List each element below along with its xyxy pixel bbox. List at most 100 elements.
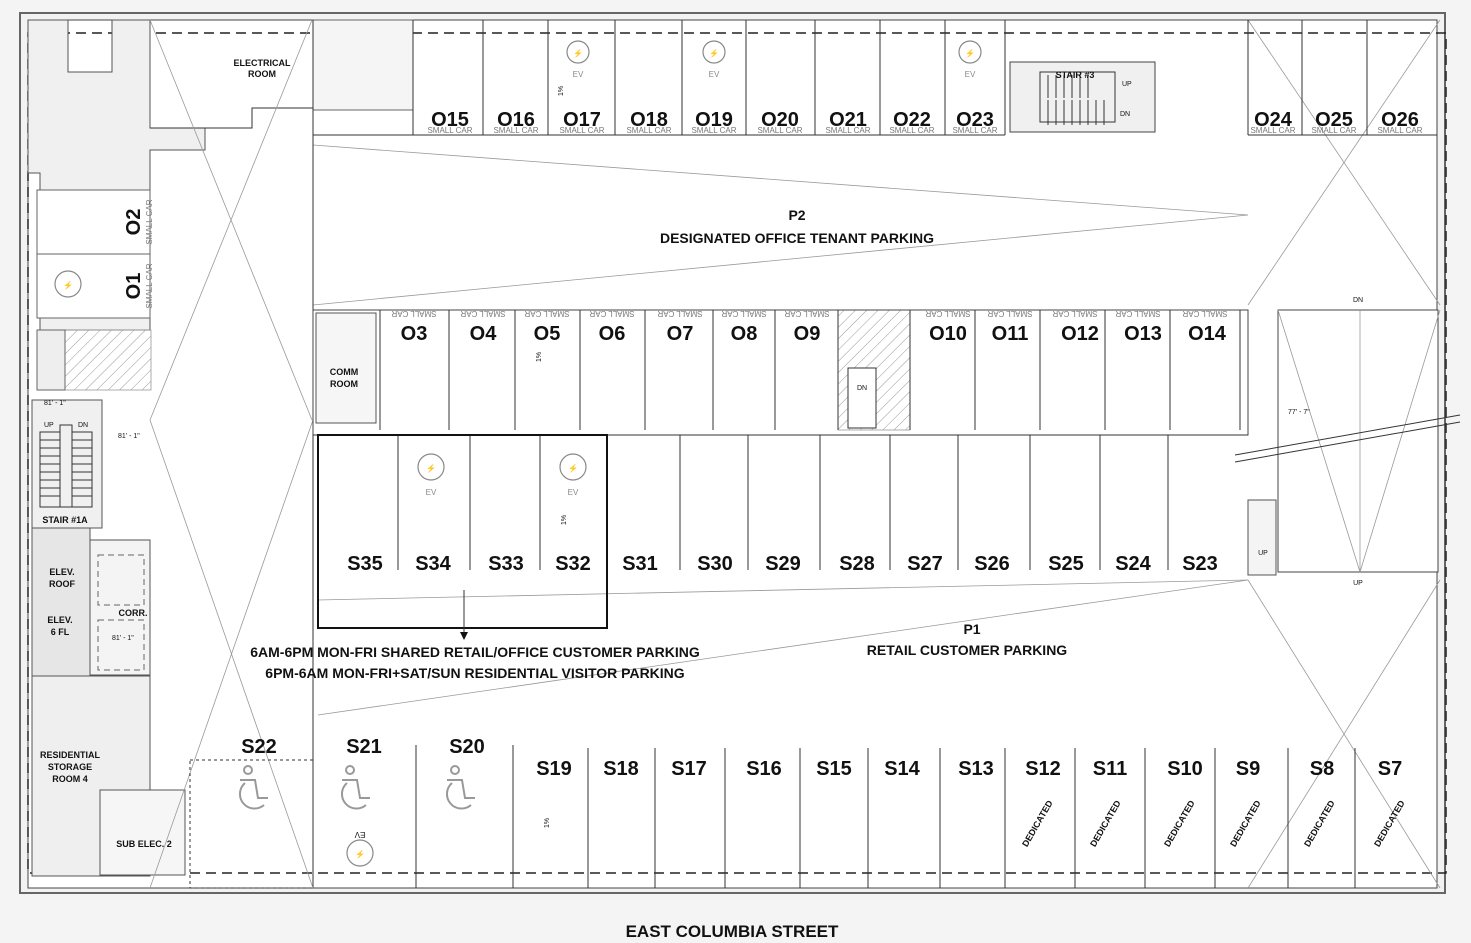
slope-label-bottom: 1%	[544, 818, 551, 828]
zone-p2-code: P2	[788, 207, 805, 223]
ev-symbol-o23: ⚡EV	[958, 40, 982, 79]
stall-label: S27	[907, 553, 943, 575]
stall-label: S30	[697, 553, 733, 575]
svg-text:⚡: ⚡	[965, 48, 975, 58]
stall-label: S35	[347, 553, 383, 575]
stall-label: S31	[622, 553, 658, 575]
ev-symbol-o19: ⚡EV	[702, 40, 726, 79]
slope-label-top: 1%	[558, 86, 565, 96]
stall-label: S32	[555, 553, 591, 575]
street-name: EAST COLUMBIA STREET	[626, 922, 839, 941]
svg-text:STORAGE: STORAGE	[48, 762, 92, 772]
ramp-stair-up: UP	[1258, 550, 1268, 557]
bottom-row-dividers	[587, 748, 1356, 888]
stall-label: S19	[536, 758, 572, 780]
svg-text:SMALL CAR: SMALL CAR	[391, 309, 436, 318]
stall-label: O11	[992, 323, 1029, 345]
stall-label: S29	[765, 553, 801, 575]
ev-symbol-o1: ⚡	[54, 270, 82, 298]
stall-label: O20	[761, 109, 799, 131]
middle-office-dividers	[379, 310, 1241, 430]
top-small-car-labels: SMALL CAR SMALL CAR SMALL CAR SMALL CAR …	[427, 126, 1422, 135]
stall-label: S22	[241, 736, 277, 758]
stair-1a-up: UP	[44, 422, 54, 429]
stall-label: S28	[839, 553, 875, 575]
svg-text:SMALL CAR: SMALL CAR	[524, 309, 569, 318]
hatched-shaft-left	[64, 329, 152, 391]
ramp-dn: DN	[1353, 297, 1363, 304]
stall-label: O13	[1124, 323, 1162, 345]
ev-symbol-o17: ⚡EV	[566, 40, 590, 79]
stair-3-label: STAIR #3	[1056, 70, 1095, 80]
accessible-row-labels: S22 S21 S20	[241, 736, 485, 758]
stall-label: O18	[630, 109, 668, 131]
stall-label: S26	[974, 553, 1010, 575]
svg-text:SMALL CAR: SMALL CAR	[1311, 126, 1356, 135]
svg-text:ELECTRICAL: ELECTRICAL	[234, 58, 291, 68]
ev-symbol-s21: ⚡	[346, 839, 374, 867]
sub-elec-label: SUB ELEC. 2	[116, 839, 172, 849]
stall-label: S13	[958, 758, 994, 780]
svg-text:SMALL CAR: SMALL CAR	[889, 126, 934, 135]
parking-area	[27, 19, 1438, 889]
stall-label: S17	[671, 758, 707, 780]
stall-label: S8	[1310, 758, 1334, 780]
electrical-room-label: ELECTRICAL ROOM	[234, 58, 291, 79]
svg-text:SMALL CAR: SMALL CAR	[1115, 309, 1160, 318]
stall-label: S9	[1236, 758, 1260, 780]
ev-label-s21: EV	[354, 830, 365, 839]
ev-symbol-s34: ⚡ EV	[417, 453, 445, 497]
stair-3-dn: DN	[1120, 111, 1130, 118]
stall-label: O7	[667, 323, 694, 345]
stall-label: S7	[1378, 758, 1402, 780]
stair-3-up: UP	[1122, 81, 1132, 88]
svg-text:⚡: ⚡	[426, 463, 436, 473]
shaft-left	[36, 329, 66, 391]
electrical-room-annex	[312, 19, 414, 111]
stall-label: O25	[1315, 109, 1353, 131]
svg-text:ROOF: ROOF	[49, 579, 76, 589]
stall-label: O26	[1381, 109, 1419, 131]
svg-text:COMM: COMM	[330, 367, 359, 377]
svg-text:SMALL CAR: SMALL CAR	[721, 309, 766, 318]
stall-label: S25	[1048, 553, 1084, 575]
ramp-area	[1277, 309, 1439, 573]
stall-label: O17	[563, 109, 601, 131]
svg-text:SMALL CAR: SMALL CAR	[1250, 126, 1295, 135]
stall-o2[interactable]	[36, 189, 151, 255]
stall-s22[interactable]	[189, 759, 314, 889]
svg-text:SMALL CAR: SMALL CAR	[757, 126, 802, 135]
stall-label: S33	[488, 553, 524, 575]
bottom-row-labels: S19 S18 S17 S16 S15 S14 S13 S12 S11 S10 …	[536, 758, 1402, 780]
stall-label: S23	[1182, 553, 1218, 575]
corridor-area	[89, 539, 151, 676]
center-stair	[847, 367, 877, 429]
svg-text:6 FL: 6 FL	[51, 627, 70, 637]
stair-1a-treads	[39, 424, 93, 508]
svg-text:RESIDENTIAL: RESIDENTIAL	[40, 750, 101, 760]
stall-label: O22	[893, 109, 931, 131]
stall-label: O14	[1188, 323, 1227, 345]
stall-label: O9	[794, 323, 821, 345]
stall-label: S24	[1115, 553, 1151, 575]
svg-text:SMALL CAR: SMALL CAR	[427, 126, 472, 135]
stall-o1[interactable]	[36, 253, 151, 319]
svg-text:EV: EV	[426, 488, 437, 497]
ramp-stair	[1247, 499, 1277, 576]
zone-p1-name: RETAIL CUSTOMER PARKING	[867, 642, 1068, 658]
stall-label: S18	[603, 758, 639, 780]
stall-label: O15	[431, 109, 469, 131]
stall-label-o2: O2	[123, 209, 145, 236]
dimension-2: 81' - 1"	[118, 433, 140, 440]
dimension-1: 81' - 1"	[44, 400, 66, 407]
stall-label: S34	[415, 553, 451, 575]
svg-text:SMALL CAR: SMALL CAR	[691, 126, 736, 135]
stall-label: S14	[884, 758, 920, 780]
svg-text:ELEV.: ELEV.	[49, 567, 74, 577]
o2-small-car: SMALL CAR	[145, 199, 154, 244]
svg-text:ROOM: ROOM	[248, 69, 276, 79]
stall-label: S16	[746, 758, 782, 780]
zone-p2-name: DESIGNATED OFFICE TENANT PARKING	[660, 230, 934, 246]
shared-parking-group-outline	[317, 434, 608, 629]
